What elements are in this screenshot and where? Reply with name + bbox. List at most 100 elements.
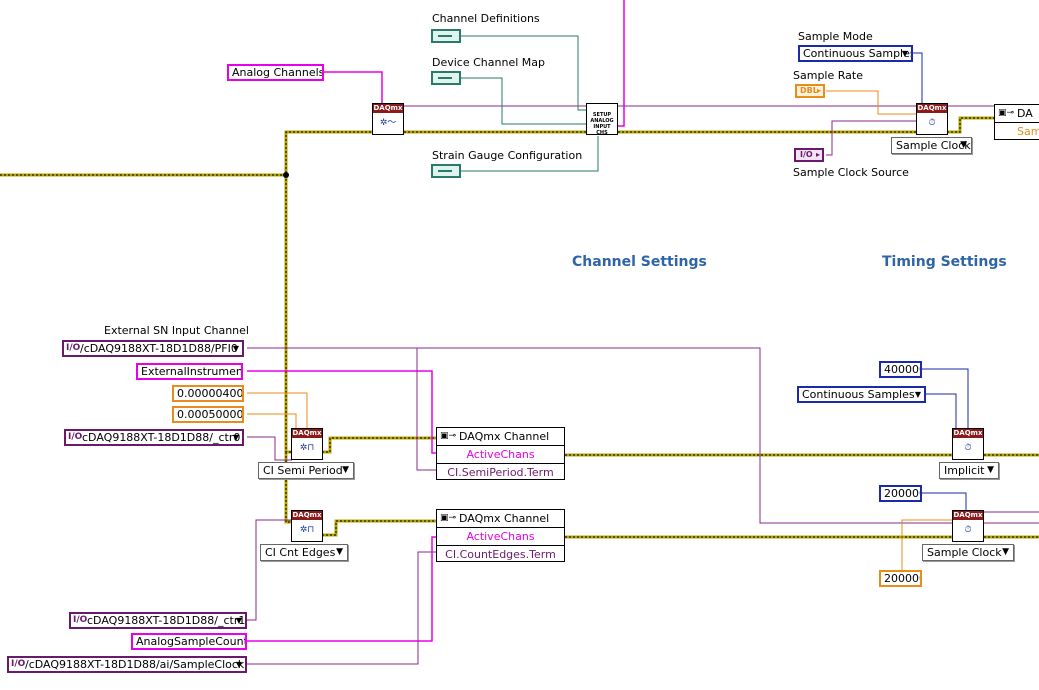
daqmx-timing-vi-mid[interactable]: DAQmx ⏱ <box>952 428 984 460</box>
strain-gauge-configuration-refnum[interactable] <box>431 164 461 178</box>
samples-200000-top-constant[interactable]: 200000 <box>879 485 922 502</box>
active-chans-property[interactable]: ActiveChans <box>437 446 564 464</box>
channel-definitions-refnum[interactable] <box>431 29 461 43</box>
io-name-icon: I/O <box>68 432 83 442</box>
numeric-wires <box>247 90 952 579</box>
ci-cnt-edges-ring[interactable]: CI Cnt Edges▼ <box>260 544 348 561</box>
analog-sample-count-constant[interactable]: AnalogSampleCount <box>131 633 247 650</box>
task-wire-bottom <box>322 519 1039 539</box>
dropdown-arrow-icon: ▼ <box>235 660 242 669</box>
create-channel-icon: ✲〜 <box>379 118 397 128</box>
sample-mode-value: Continuous Samples <box>803 47 913 60</box>
ci-semi-period-ring[interactable]: CI Semi Period▼ <box>258 462 354 479</box>
counter-0-control[interactable]: I/O cDAQ9188XT-18D1D88/_ctr0 ▼ <box>64 429 244 446</box>
task-wire-mid <box>322 436 1039 457</box>
io-type-tag: I/O <box>800 150 813 159</box>
property-node-icon: ▣⊸ <box>440 431 457 441</box>
ci-cnt-edges-label: CI Cnt Edges <box>265 546 336 559</box>
dropdown-arrow-icon: ▼ <box>342 465 349 475</box>
external-sn-input-channel-label: External SN Input Channel <box>104 324 249 337</box>
io-name-icon: I/O <box>11 659 26 669</box>
dropdown-arrow-icon: ▼ <box>901 49 908 58</box>
sample-clock-ring-bottom[interactable]: Sample Clock▼ <box>922 544 1014 561</box>
ai-sample-clock-value: /cDAQ9188XT-18D1D88/ai/SampleClock <box>25 658 245 671</box>
property-node-title: DAQmx Channel <box>459 512 550 525</box>
dropdown-arrow-icon: ▼ <box>1002 547 1009 557</box>
channel-settings-header: Channel Settings <box>572 254 707 270</box>
analog-channels-constant[interactable]: Analog Channels <box>227 64 324 81</box>
strain-gauge-configuration-label: Strain Gauge Configuration <box>432 149 583 162</box>
external-sn-input-channel-control[interactable]: I/O /cDAQ9188XT-18D1D88/PFI0 ▼ <box>62 340 244 357</box>
samples-200000-bottom-constant[interactable]: 200000 <box>879 570 922 587</box>
device-channel-map-label: Device Channel Map <box>432 56 545 69</box>
semi-period-term-property[interactable]: CI.SemiPeriod.Term <box>447 466 554 479</box>
arrow-right-icon: ▸ <box>815 150 820 159</box>
property-node-title: DA <box>1017 107 1033 120</box>
dropdown-arrow-icon: ▼ <box>235 616 242 625</box>
daqmx-tag: DAQmx <box>953 429 983 438</box>
daqmx-channel-property-node-1[interactable]: ▣⊸DAQmx Channel ActiveChans CI.SemiPerio… <box>436 427 565 480</box>
channel-definitions-label: Channel Definitions <box>432 12 540 25</box>
daqmx-tag: DAQmx <box>953 511 983 520</box>
io-name-icon: I/O <box>73 615 88 625</box>
daqmx-create-counter-channel-vi-1[interactable]: DAQmx ✲⊓ <box>291 428 323 460</box>
external-instrument-constant[interactable]: ExternalInstrument <box>136 363 243 380</box>
continuous-samples-constant[interactable]: Continuous Samples ▼ <box>797 386 926 403</box>
sample-clock-source-control[interactable]: I/O▸ <box>794 148 824 162</box>
dropdown-arrow-icon: ▼ <box>960 140 967 150</box>
truncated-property[interactable]: Sam <box>1017 125 1039 138</box>
arrow-right-icon: ▸ <box>816 86 821 95</box>
daqmx-timing-vi-top[interactable]: DAQmx ⏱ <box>916 103 948 135</box>
property-node-icon: ▣⊸ <box>440 513 457 523</box>
implicit-ring[interactable]: Implicit▼ <box>939 462 999 479</box>
dropdown-arrow-icon: ▼ <box>232 433 239 442</box>
property-node-icon: ▣⊸ <box>998 108 1015 118</box>
daqmx-channel-property-node-2[interactable]: ▣⊸DAQmx Channel ActiveChans CI.CountEdge… <box>436 509 565 562</box>
implicit-label: Implicit <box>944 464 985 477</box>
counter-channel-icon: ✲⊓ <box>299 525 315 535</box>
sample-clock-ring-label: Sample Clock <box>896 139 971 152</box>
daqmx-create-channel-vi-top[interactable]: DAQmx ✲〜 <box>372 103 404 135</box>
daqmx-tag: DAQmx <box>292 429 322 438</box>
sample-rate-label: Sample Rate <box>793 69 863 82</box>
property-node-title: DAQmx Channel <box>459 430 550 443</box>
max-value-constant[interactable]: 0.000500000 <box>172 406 244 423</box>
external-sn-channel-value: /cDAQ9188XT-18D1D88/PFI0 <box>80 342 238 355</box>
timing-settings-header: Timing Settings <box>882 254 1007 270</box>
dropdown-arrow-icon: ▼ <box>914 390 921 399</box>
wire-junction <box>283 172 289 178</box>
sample-mode-label: Sample Mode <box>798 30 873 43</box>
daqmx-tag: DAQmx <box>292 511 322 520</box>
refnum-wires <box>460 35 599 172</box>
min-value-constant[interactable]: 0.000004000 <box>172 385 244 402</box>
sample-rate-control[interactable]: DBL▸ <box>795 84 825 98</box>
sample-clock-source-label: Sample Clock Source <box>793 166 909 179</box>
daqmx-create-counter-channel-vi-2[interactable]: DAQmx ✲⊓ <box>291 510 323 542</box>
dropdown-arrow-icon: ▼ <box>336 547 343 557</box>
sample-mode-constant[interactable]: Continuous Samples ▼ <box>798 45 913 62</box>
clock-icon: ⏱ <box>964 443 972 453</box>
sample-clock-ring-top[interactable]: Sample Clock▼ <box>891 137 972 154</box>
enum-wires <box>912 52 969 511</box>
daqmx-property-node-truncated[interactable]: ▣⊸DA Sam <box>994 104 1039 140</box>
count-edges-term-property[interactable]: CI.CountEdges.Term <box>445 548 556 561</box>
counter-0-value: cDAQ9188XT-18D1D88/_ctr0 <box>82 431 241 444</box>
io-name-icon: I/O <box>66 343 81 353</box>
clock-icon: ⏱ <box>928 118 936 128</box>
io-wires <box>247 105 1039 665</box>
counter-channel-icon: ✲⊓ <box>299 443 315 453</box>
dropdown-arrow-icon: ▼ <box>232 344 239 353</box>
samples-400000-constant[interactable]: 400000 <box>879 361 922 378</box>
active-chans-property[interactable]: ActiveChans <box>437 528 564 546</box>
task-wire-top <box>0 116 994 524</box>
ci-semi-period-label: CI Semi Period <box>263 464 343 477</box>
counter-1-control[interactable]: I/O cDAQ9188XT-18D1D88/_ctr1 ▼ <box>69 612 247 629</box>
dropdown-arrow-icon: ▼ <box>987 465 994 475</box>
sample-clock-ring-label: Sample Clock <box>927 546 1002 559</box>
setup-analog-input-channels-subvi[interactable]: SETUP ANALOG INPUT CHS <box>586 103 618 136</box>
daqmx-timing-vi-bottom[interactable]: DAQmx ⏱ <box>952 510 984 542</box>
ai-sample-clock-control[interactable]: I/O /cDAQ9188XT-18D1D88/ai/SampleClock ▼ <box>7 656 247 673</box>
device-channel-map-refnum[interactable] <box>431 71 461 85</box>
daqmx-tag: DAQmx <box>917 104 947 113</box>
